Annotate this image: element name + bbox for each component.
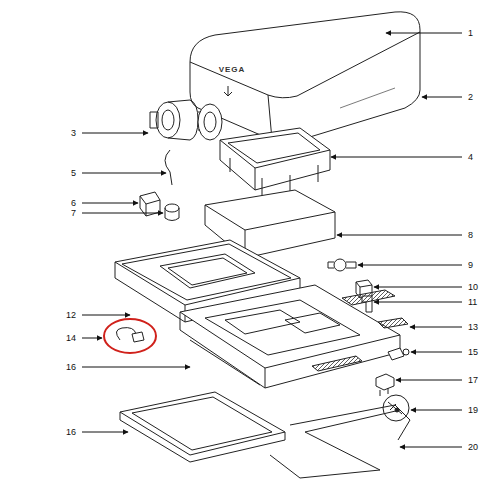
valve xyxy=(328,259,356,271)
callout-number: 10 xyxy=(468,283,478,292)
thermistor xyxy=(116,328,144,342)
callout-number: 5 xyxy=(71,169,76,178)
callout-number: 19 xyxy=(468,406,478,415)
callout-number: 2 xyxy=(468,93,473,102)
wire-harness xyxy=(270,405,410,478)
base-pan xyxy=(180,285,400,388)
callout-number: 20 xyxy=(468,443,478,452)
callout-number: 6 xyxy=(71,199,76,208)
frame xyxy=(220,128,330,200)
callout-number: 12 xyxy=(66,311,76,320)
callout-number: 1 xyxy=(468,29,473,38)
brand-logo: VEGA xyxy=(219,66,246,74)
callout-number: 4 xyxy=(468,153,473,162)
callout-number: 14 xyxy=(66,334,76,343)
callout-number: 3 xyxy=(71,129,76,138)
callout-number: 9 xyxy=(468,261,473,270)
callout-number: 16 xyxy=(66,428,76,437)
callout-number: 15 xyxy=(468,348,478,357)
shroud-cover xyxy=(190,12,420,143)
callout-number: 16 xyxy=(66,363,76,372)
gasket xyxy=(120,392,285,462)
grille-insert xyxy=(378,318,408,328)
knob xyxy=(165,204,179,221)
blower-motor xyxy=(150,100,222,140)
callout-number: 17 xyxy=(468,376,478,385)
leader-lines xyxy=(82,33,462,447)
callout-number: 8 xyxy=(468,231,473,240)
drain-hose xyxy=(165,150,172,185)
fitting xyxy=(388,348,409,360)
callout-number: 7 xyxy=(71,209,76,218)
callout-number: 13 xyxy=(468,323,478,332)
highlight-circle xyxy=(104,319,156,353)
control-switch xyxy=(140,192,160,216)
connector xyxy=(376,374,394,396)
sensor-detail xyxy=(383,395,409,421)
callout-number: 11 xyxy=(468,298,477,307)
